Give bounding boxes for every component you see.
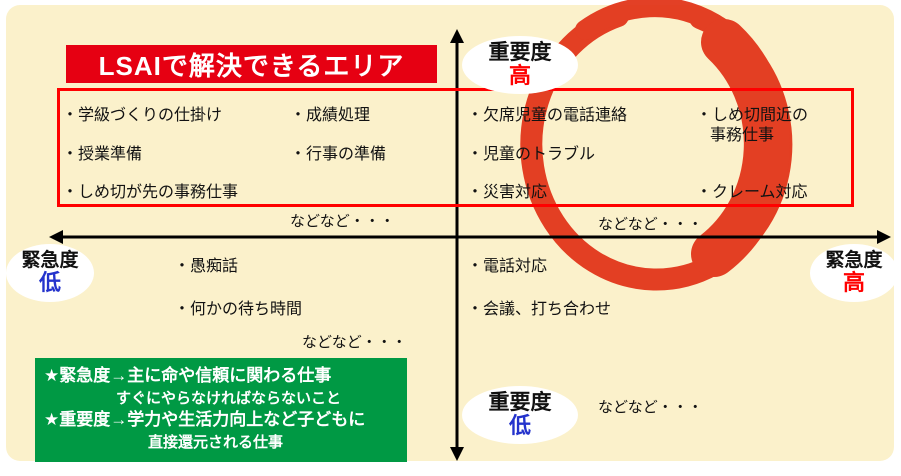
arrow-down-icon [450,447,464,461]
legend-line-importance: ★重要度→学力や生活力向上など子どもに [44,409,366,429]
task-item: ・行事の準備 [290,146,387,163]
arrow-up-icon [450,29,464,43]
urgency-high-label: 緊急度 高 [810,244,898,302]
importance-high-label: 重要度 高 [462,36,578,94]
urgency-high-value: 高 [842,270,865,296]
task-item: ・成績処理 [290,107,371,124]
task-item: ・授業準備 [62,146,143,163]
urgency-axis-label: 緊急度 [825,250,883,272]
urgency-low-label: 緊急度 低 [6,244,94,302]
urgency-axis-label: 緊急度 [21,250,79,272]
legend-box: ★緊急度→主に命や信頼に関わる仕事 すぐにやらなければならないこと ★重要度→学… [35,358,407,462]
urgency-low-value: 低 [38,270,61,296]
etc-label: などなど・・・ [598,216,703,233]
arrow-left-icon [49,230,63,244]
etc-label: などなど・・・ [290,213,395,230]
task-item: ・何かの待ち時間 [174,301,303,318]
red-brush-circle [520,0,793,291]
importance-low-value: 低 [508,413,531,439]
legend-line-urgency: ★緊急度→主に命や信頼に関わる仕事 [44,366,332,385]
axes [49,29,891,461]
importance-axis-label: 重要度 [488,41,552,65]
task-item: 事務仕事 [710,127,775,144]
solvable-area-outline [57,88,854,207]
task-item: ・しめ切間近の [696,107,809,124]
etc-label: などなど・・・ [302,334,407,351]
importance-axis-label: 重要度 [488,391,552,415]
task-item: ・会議、打ち合わせ [467,301,612,318]
importance-high-value: 高 [508,63,531,89]
task-item: ・愚痴話 [174,258,239,275]
legend-line-urgency-sub: すぐにやらなければならないこと [116,389,342,407]
etc-label: などなど・・・ [598,399,703,416]
task-item: ・災害対応 [467,184,548,201]
task-item: ・クレーム対応 [696,184,808,201]
arrow-right-icon [877,230,891,244]
task-item: ・電話対応 [467,258,548,275]
legend-line-importance-sub: 直接還元される仕事 [148,433,284,451]
task-item: ・欠席児童の電話連絡 [467,107,628,124]
task-item: ・しめ切が先の事務仕事 [62,184,239,201]
task-item: ・児童のトラブル [467,146,596,163]
lsai-area-banner: LSAIで解決できるエリア [66,45,437,83]
importance-low-label: 重要度 低 [462,386,578,444]
task-item: ・学級づくりの仕掛け [62,107,223,124]
